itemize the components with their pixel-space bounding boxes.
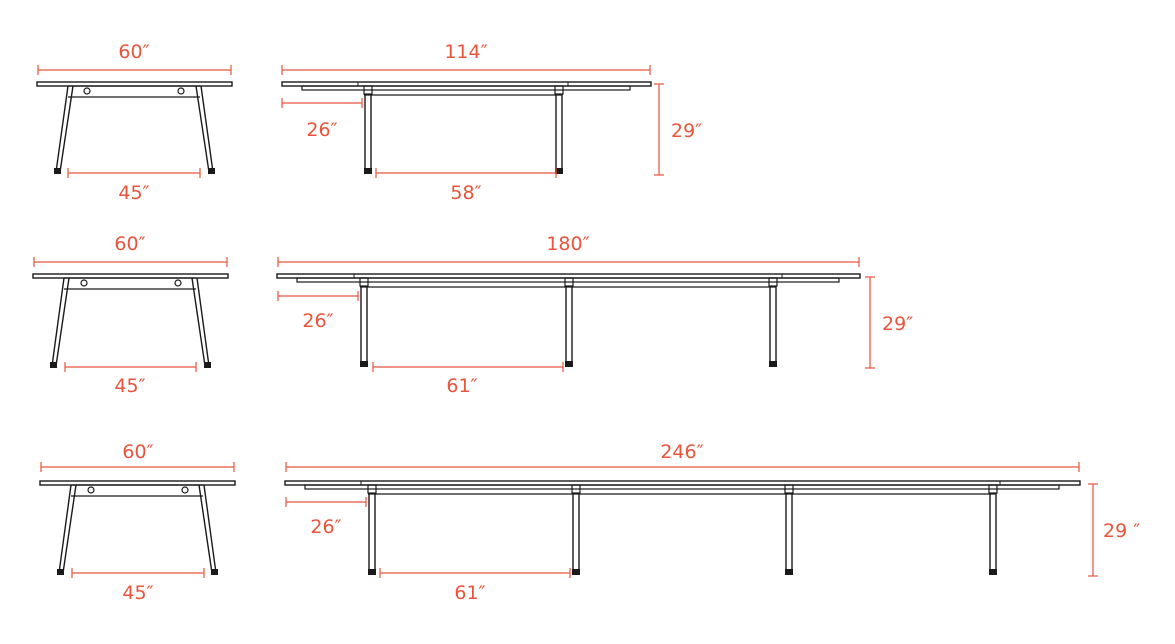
end-width-label: 60″ bbox=[118, 41, 149, 63]
side-height-label: 29″ bbox=[671, 120, 702, 142]
side-view-2: 180″ bbox=[276, 233, 913, 397]
end-inner-label: 45″ bbox=[118, 182, 149, 204]
side-height-dimension: 29″ bbox=[654, 83, 702, 176]
side-span-label: 61″ bbox=[446, 375, 477, 397]
row-3: 60″ 45″ bbox=[39, 441, 1140, 604]
end-width-label: 60″ bbox=[122, 441, 153, 463]
end-inner-label: 45″ bbox=[122, 582, 153, 604]
side-length-label: 246″ bbox=[660, 441, 703, 463]
end-width-dimension: 60″ bbox=[33, 233, 228, 267]
end-width-dimension: 60″ bbox=[40, 441, 235, 472]
side-overhang-dimension: 26″ bbox=[277, 291, 359, 332]
end-table-drawing bbox=[39, 480, 236, 575]
side-height-dimension: 29 ″ bbox=[1088, 483, 1140, 577]
end-inner-dimension: 45″ bbox=[64, 362, 197, 397]
end-table-drawing bbox=[32, 273, 229, 368]
side-view-3: 246″ bbox=[284, 441, 1140, 604]
end-inner-label: 45″ bbox=[114, 375, 145, 397]
end-inner-dimension: 45″ bbox=[67, 168, 201, 204]
side-view-1: 114″ 26″ bbox=[281, 41, 702, 204]
side-height-label: 29 ″ bbox=[1103, 520, 1140, 542]
side-table-drawing bbox=[281, 81, 652, 174]
side-overhang-label: 26″ bbox=[302, 310, 333, 332]
end-view-3: 60″ 45″ bbox=[39, 441, 236, 604]
side-span-dimension: 61″ bbox=[372, 362, 564, 397]
row-2: 60″ 45″ bbox=[32, 233, 913, 397]
side-height-dimension: 29″ bbox=[865, 276, 913, 369]
end-width-dimension: 60″ bbox=[37, 41, 232, 75]
end-view-2: 60″ 45″ bbox=[32, 233, 229, 397]
side-span-label: 61″ bbox=[454, 582, 485, 604]
end-width-label: 60″ bbox=[114, 233, 145, 255]
side-overhang-dimension: 26″ bbox=[285, 497, 367, 538]
end-table-drawing bbox=[36, 81, 233, 174]
end-inner-dimension: 45″ bbox=[71, 568, 205, 604]
side-overhang-dimension: 26″ bbox=[281, 98, 363, 141]
side-length-label: 180″ bbox=[546, 233, 589, 255]
side-span-dimension: 58″ bbox=[375, 168, 557, 204]
end-view-1: 60″ 45″ bbox=[36, 41, 233, 204]
side-overhang-label: 26″ bbox=[306, 119, 337, 141]
side-table-drawing bbox=[284, 480, 1081, 575]
side-overhang-label: 26″ bbox=[310, 516, 341, 538]
side-length-dimension: 180″ bbox=[277, 233, 860, 267]
side-length-label: 114″ bbox=[444, 41, 487, 63]
row-1: 60″ 45″ bbox=[36, 41, 702, 204]
side-length-dimension: 114″ bbox=[281, 41, 651, 75]
side-height-label: 29″ bbox=[882, 313, 913, 335]
side-span-label: 58″ bbox=[450, 182, 481, 204]
side-span-dimension: 61″ bbox=[379, 568, 571, 604]
side-length-dimension: 246″ bbox=[285, 441, 1080, 472]
side-table-drawing bbox=[276, 273, 861, 367]
